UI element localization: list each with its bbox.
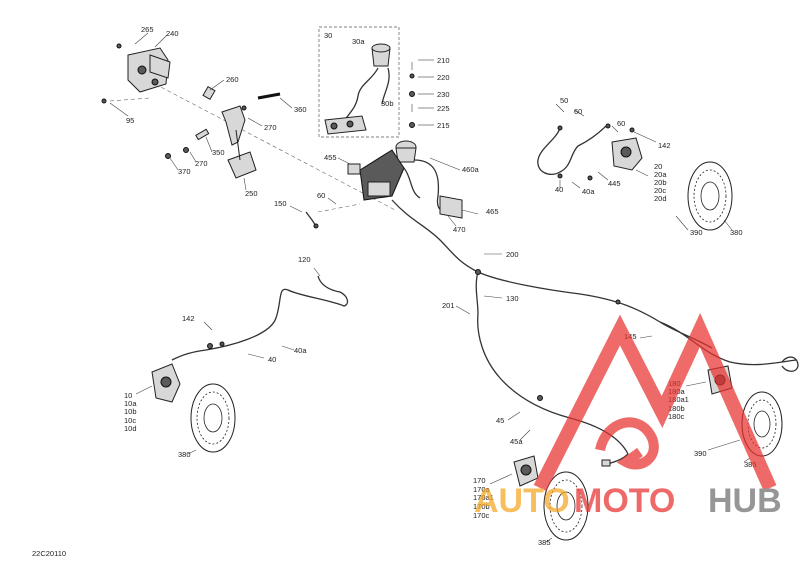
callout-240: 240	[166, 29, 179, 38]
callout-180c: 180c	[668, 412, 685, 421]
callout-142: 142	[182, 314, 195, 323]
callout-150: 150	[274, 199, 287, 208]
front-right-brake-group	[537, 103, 657, 189]
callout-380: 380	[178, 450, 191, 459]
callout-10b: 10b	[124, 407, 137, 416]
callout-250: 250	[245, 189, 258, 198]
callout-465: 465	[486, 207, 499, 216]
drawing-code: 22C20110	[32, 549, 67, 558]
leaders-pedal	[109, 32, 293, 191]
callout-30: 30	[324, 31, 332, 40]
callout-20: 20	[654, 162, 662, 171]
watermark-word-hub: HUB	[708, 482, 782, 520]
callout-50: 50	[560, 96, 568, 105]
callout-40a: 40a	[294, 346, 307, 355]
brake-lines	[171, 199, 797, 467]
callout-10d: 10d	[124, 424, 137, 433]
callout-10: 10	[124, 391, 132, 400]
callout-60: 60	[317, 191, 325, 200]
callout-460a: 460a	[462, 165, 480, 174]
callout-270: 270	[195, 159, 208, 168]
front-left-disc	[187, 383, 236, 455]
callout-142: 142	[658, 141, 671, 150]
callout-40a: 40a	[582, 187, 595, 196]
callout-180b: 180b	[668, 404, 685, 413]
callout-230: 230	[437, 90, 450, 99]
callout-45a: 45a	[510, 437, 523, 446]
callout-60: 60	[617, 119, 625, 128]
callout-390: 390	[690, 228, 703, 237]
callout-265: 265	[141, 25, 154, 34]
callout-labels: 265 240 95 260 360 270 350 270 370 250 3…	[124, 25, 757, 547]
callout-60: 60	[574, 107, 582, 116]
master-cylinder-inset	[318, 26, 400, 138]
callout-30a: 30a	[352, 37, 365, 46]
callout-20d: 20d	[654, 194, 667, 203]
leaders-center	[203, 253, 653, 441]
callout-455: 455	[324, 153, 337, 162]
callout-170c: 170c	[473, 511, 490, 520]
callout-40: 40	[268, 355, 276, 364]
callout-385: 385	[538, 538, 551, 547]
callout-270: 270	[264, 123, 277, 132]
callout-470: 470	[453, 225, 466, 234]
callout-201: 201	[442, 301, 455, 310]
callout-20a: 20a	[654, 170, 667, 179]
callout-380: 380	[730, 228, 743, 237]
callout-350: 350	[212, 148, 225, 157]
callout-390: 390	[694, 449, 707, 458]
callout-30b: 30b	[381, 99, 394, 108]
watermark-word-auto: AUTO	[474, 482, 570, 520]
brake-pedal-assembly	[101, 43, 396, 211]
callout-120: 120	[298, 255, 311, 264]
callout-180a1: 180a1	[668, 395, 689, 404]
callout-10a: 10a	[124, 399, 137, 408]
front-right-disc	[675, 161, 733, 231]
callout-220: 220	[437, 73, 450, 82]
callout-170: 170	[473, 476, 486, 485]
callout-360: 360	[294, 105, 307, 114]
callout-370: 370	[178, 167, 191, 176]
callout-40: 40	[555, 185, 563, 194]
master-cylinder-inset-parts	[324, 43, 391, 135]
front-left-brake-group	[135, 363, 181, 403]
callout-130: 130	[506, 294, 519, 303]
callout-210: 210	[437, 56, 450, 65]
automotohub-watermark: AUTO MOTO HUB	[474, 313, 782, 520]
callout-225: 225	[437, 104, 450, 113]
abs-module	[337, 140, 479, 227]
callout-445: 445	[608, 179, 621, 188]
callout-45: 45	[496, 416, 504, 425]
callout-10c: 10c	[124, 416, 136, 425]
watermark-logo-inner	[595, 417, 659, 470]
callout-200: 200	[506, 250, 519, 259]
rear-left-disc	[543, 471, 589, 543]
watermark-word-moto: MOTO	[574, 482, 675, 520]
callout-170a: 170a	[473, 485, 491, 494]
callout-170b: 170b	[473, 502, 490, 511]
callout-95: 95	[126, 116, 134, 125]
bracket-150	[289, 197, 361, 229]
callout-260: 260	[226, 75, 239, 84]
callout-20b: 20b	[654, 178, 667, 187]
callout-385: 385	[744, 460, 757, 469]
watermark-logo-mark	[533, 313, 777, 492]
callout-215: 215	[437, 121, 450, 130]
fastener-column	[409, 59, 434, 128]
callout-20c: 20c	[654, 186, 666, 195]
callout-170a1: 170a1	[473, 493, 494, 502]
